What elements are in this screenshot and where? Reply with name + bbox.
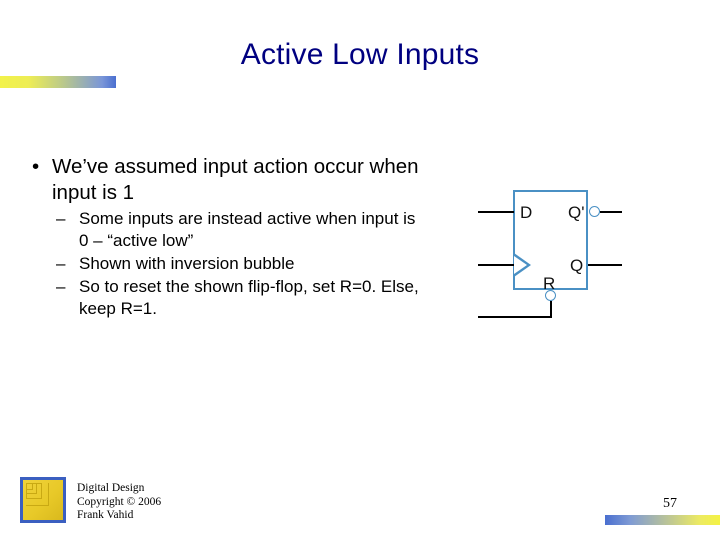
clock-input-wire — [478, 264, 514, 266]
list-item: – Shown with inversion bubble — [56, 253, 428, 275]
d-input-wire — [478, 211, 514, 213]
page-title: Active Low Inputs — [240, 38, 480, 71]
pin-label-q-bar: Q' — [568, 203, 585, 222]
logo-nested-rect-3 — [26, 483, 33, 490]
q-bar-inversion-bubble-icon — [589, 206, 600, 217]
list-item: – So to reset the shown flip-flop, set R… — [56, 276, 428, 320]
footer-credits: Digital Design Copyright © 2006 Frank Va… — [77, 482, 161, 523]
logo-graphic — [23, 480, 63, 520]
logo-nested-band — [26, 483, 49, 506]
reset-wire-horizontal — [478, 316, 552, 318]
list-item: • We’ve assumed input action occur when … — [28, 154, 428, 206]
bottom-right-accent-bar — [605, 515, 720, 525]
bullet-text: We’ve assumed input action occur when in… — [52, 155, 419, 204]
flip-flop-diagram: D Q' Q R — [465, 180, 635, 330]
credits-line-title: Digital Design — [77, 482, 145, 494]
reset-wire-vertical — [550, 301, 552, 318]
top-left-accent-bar — [0, 76, 116, 88]
bullet-marker-icon: • — [32, 155, 40, 178]
q-bar-output-wire — [600, 211, 622, 213]
pin-label-d: D — [520, 203, 533, 222]
page-number: 57 — [663, 496, 677, 511]
dash-marker-icon: – — [56, 277, 66, 296]
dash-marker-icon: – — [56, 254, 66, 273]
sub-bullet-text: Shown with inversion bubble — [79, 254, 295, 273]
pin-label-q: Q — [570, 256, 584, 275]
reset-inversion-bubble-icon — [545, 290, 556, 301]
credits-line-copyright: Copyright © 2006 — [77, 495, 162, 508]
sub-bullet-text: So to reset the shown flip-flop, set R=0… — [79, 277, 419, 318]
credits-line-author: Frank Vahid — [77, 509, 134, 521]
sub-bullet-list: – Some inputs are instead active when in… — [28, 208, 428, 320]
clock-triangle-fill — [514, 256, 527, 274]
pin-label-r: R — [543, 274, 556, 293]
bullet-list: • We’ve assumed input action occur when … — [28, 154, 428, 321]
dash-marker-icon: – — [56, 209, 66, 228]
list-item: – Some inputs are instead active when in… — [56, 208, 428, 252]
sub-bullet-text: Some inputs are instead active when inpu… — [79, 209, 416, 250]
q-output-wire — [588, 264, 622, 266]
publisher-logo — [20, 477, 66, 523]
